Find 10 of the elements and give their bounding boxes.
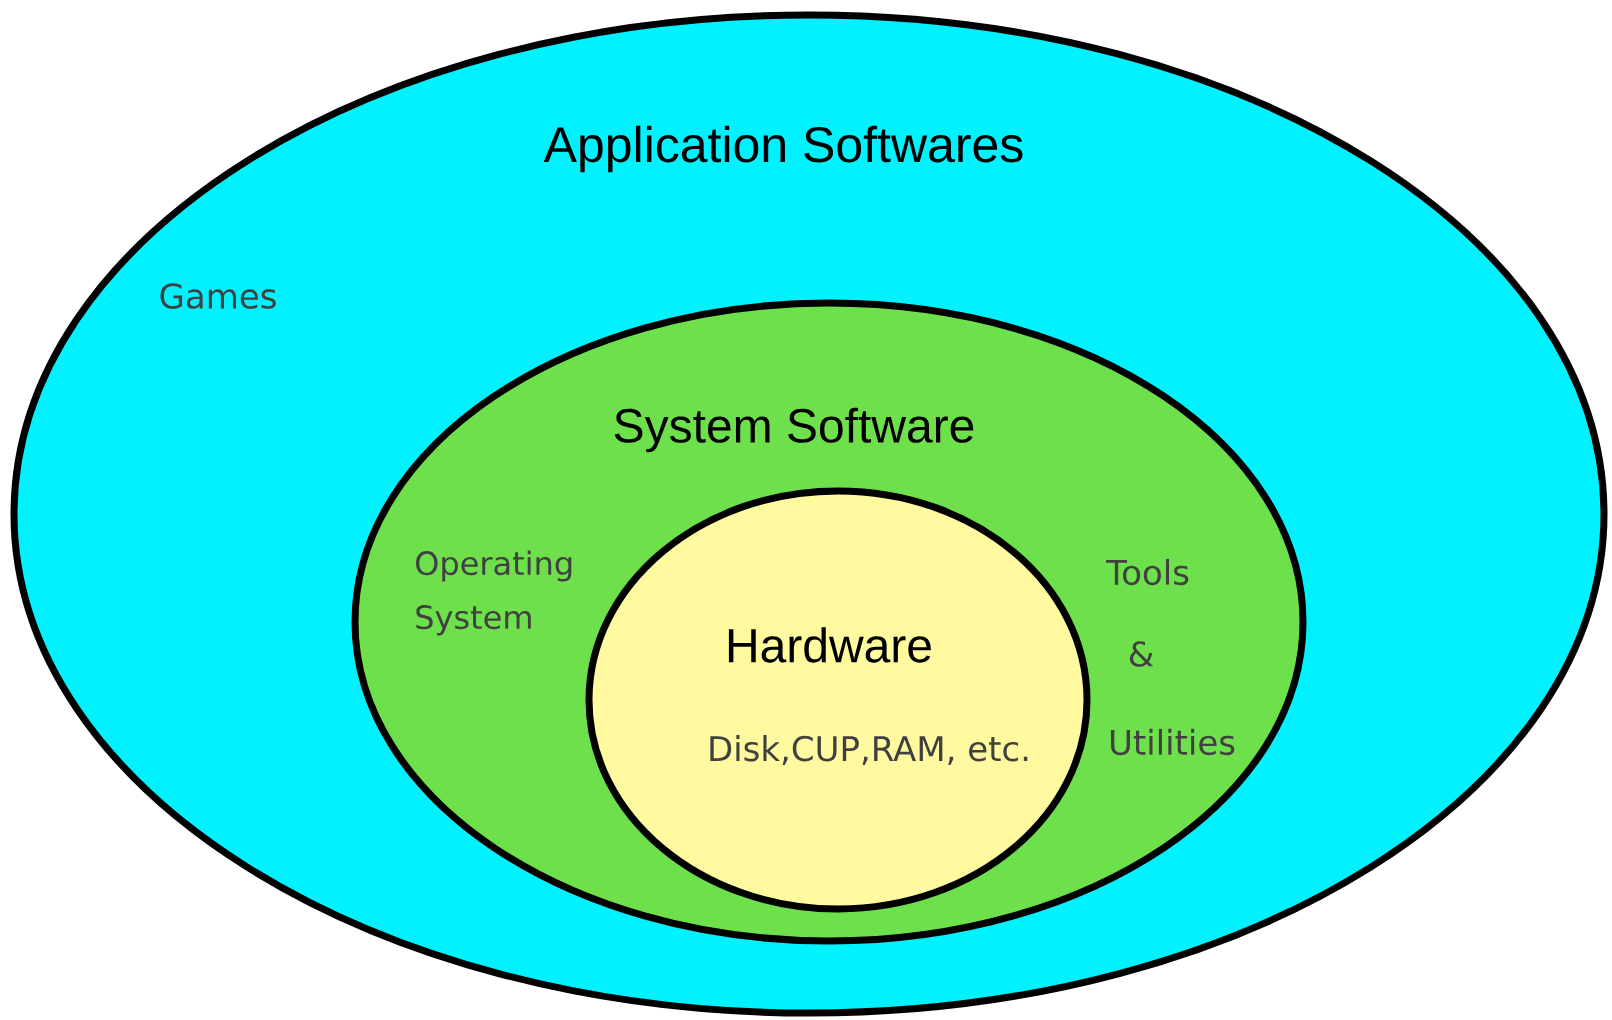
item-label: Tools [1106,558,1189,586]
item-label: & [1129,641,1154,667]
item-label: Operating System [416,550,572,636]
item-label: Utilities [1110,728,1235,756]
layer-title: Hardware [728,627,931,663]
layer-title: System Software [614,407,974,453]
item-label: Games [160,283,276,309]
layer-title: Application Softwares [543,125,1023,173]
item-label: Disk,CUP,RAM, etc. [710,735,1028,765]
inner-ellipse [585,487,1091,913]
